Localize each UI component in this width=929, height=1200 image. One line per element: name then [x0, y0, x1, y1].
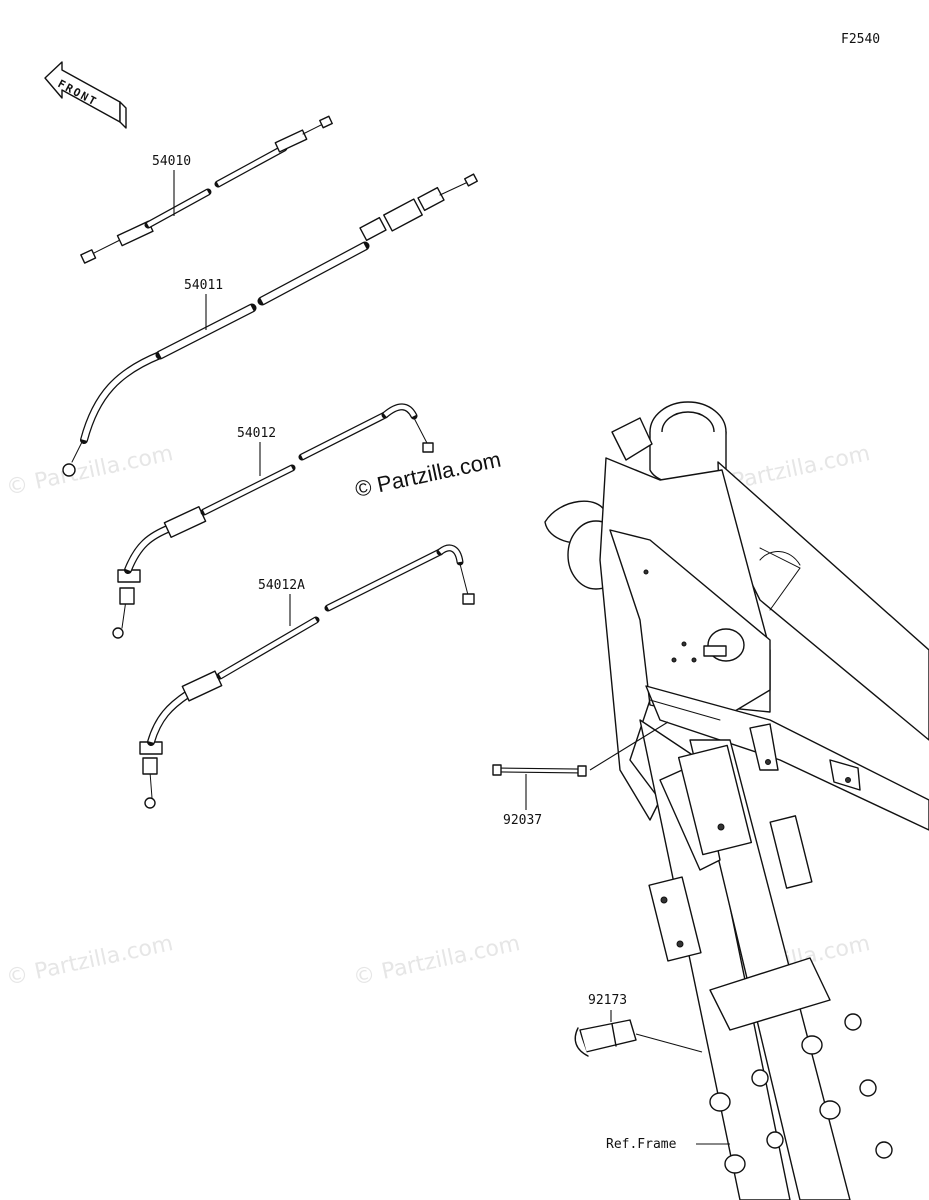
cable-54012a: [139, 544, 475, 809]
part-number-54012: 54012: [237, 426, 276, 441]
part-number-54011: 54011: [184, 278, 223, 293]
clamp-92173: [574, 1010, 703, 1057]
front-arrow-icon: FRONT: [44, 61, 127, 129]
part-number-92173: 92173: [588, 993, 627, 1008]
watermark-faint: © Partzilla.com: [4, 931, 175, 991]
watermark-faint: © Partzilla.com: [351, 931, 522, 991]
part-number-92037: 92037: [503, 813, 542, 828]
ref-frame-label: Ref.Frame: [606, 1137, 677, 1152]
watermark-faint: © Partzilla.com: [4, 441, 175, 501]
cable-54011: [62, 173, 478, 477]
cable-54012: [112, 403, 434, 639]
watermark-main: © Partzilla.com: [353, 447, 503, 502]
frame: [544, 401, 929, 1200]
figure-code: F2540: [841, 32, 880, 47]
part-number-54012a: 54012A: [258, 578, 305, 593]
rod-92037: [492, 721, 669, 810]
cable-54010: [80, 115, 333, 264]
part-number-54010: 54010: [152, 154, 191, 169]
